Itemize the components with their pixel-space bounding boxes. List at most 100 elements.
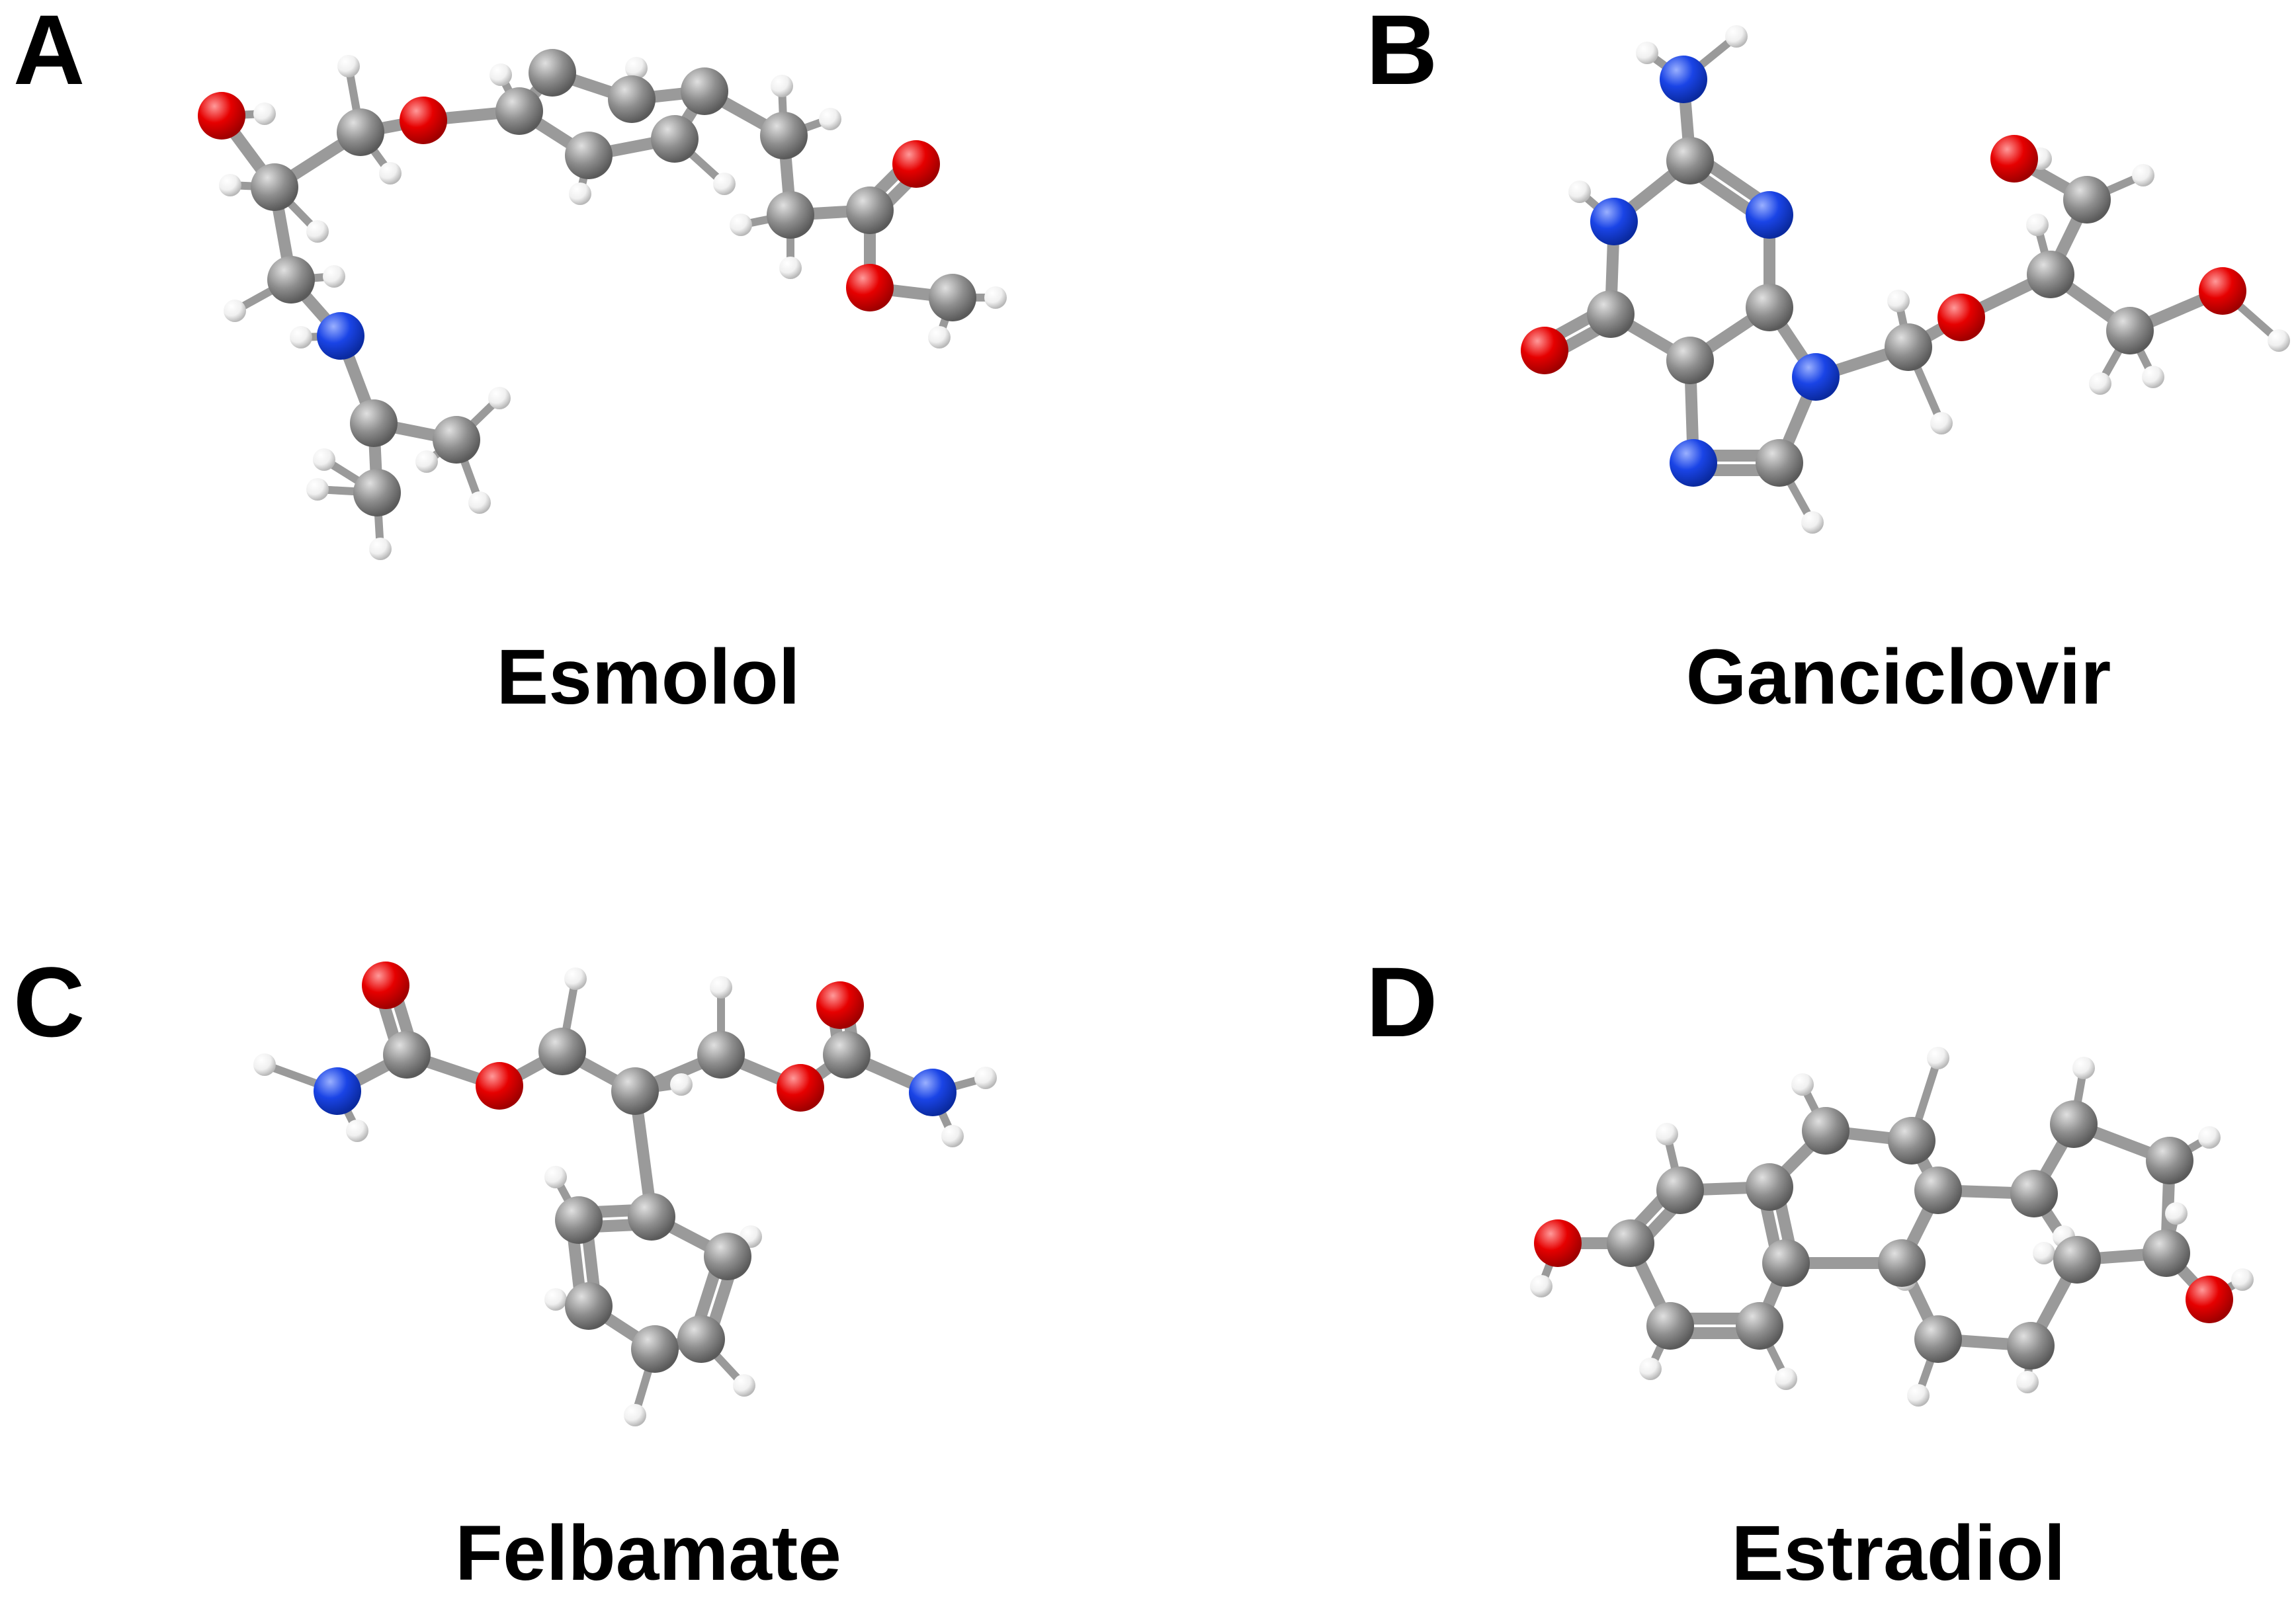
hydrogen-atom (2198, 1126, 2221, 1149)
hydrogen-atom (2072, 1057, 2095, 1079)
carbon-atom (2050, 1100, 2098, 1148)
carbon-atom (1802, 1107, 1850, 1155)
carbon-atom (1666, 137, 1714, 184)
ganciclovir-bonds (1535, 32, 2283, 526)
carbon-atom (846, 186, 894, 234)
hydrogen-atom (415, 450, 438, 473)
hydrogen-atom (1887, 290, 1910, 312)
hydrogen-atom (253, 102, 276, 125)
hydrogen-atom (730, 214, 752, 236)
carbon-atom (555, 1196, 603, 1244)
oxygen-atom (816, 981, 864, 1029)
nitrogen-atom (1590, 198, 1638, 245)
hydrogen-atom (2089, 372, 2111, 395)
carbon-atom (267, 256, 315, 304)
hydrogen-atom (313, 448, 335, 471)
carbon-atom (823, 1031, 871, 1079)
carbon-atom (2053, 1236, 2101, 1284)
carbon-atom (1587, 290, 1635, 338)
hydrogen-atom (2132, 164, 2154, 186)
hydrogen-atom (306, 478, 329, 501)
carbon-atom (1888, 1117, 1935, 1165)
carbon-atom (2146, 1137, 2193, 1184)
carbon-atom (538, 1028, 586, 1075)
oxygen-atom (1521, 327, 1568, 374)
hydrogen-atom (544, 1288, 567, 1311)
hydrogen-atom (224, 300, 246, 322)
carbon-atom (760, 112, 808, 159)
hydrogen-atom (779, 257, 802, 279)
esmolol-atoms (198, 49, 1007, 560)
nitrogen-atom (1670, 439, 1717, 487)
carbon-atom (565, 1282, 613, 1330)
molecule-name-felbamate: Felbamate (455, 1510, 841, 1597)
carbon-atom (1656, 1167, 1704, 1214)
hydrogen-atom (323, 265, 345, 288)
hydrogen-atom (928, 326, 951, 348)
hydrogen-atom (2142, 366, 2164, 388)
nitrogen-atom (314, 1067, 361, 1115)
hydrogen-atom (306, 220, 329, 243)
hydrogen-atom (1725, 25, 1748, 48)
hydrogen-atom (771, 75, 793, 97)
carbon-atom (1878, 1239, 1926, 1287)
hydrogen-atom (468, 491, 491, 514)
hydrogen-atom (569, 183, 591, 205)
carbon-atom (251, 163, 298, 211)
oxygen-atom (777, 1064, 824, 1112)
carbon-atom (697, 1031, 745, 1079)
hydrogen-atom (733, 1374, 755, 1397)
hydrogen-atom (488, 387, 511, 409)
oxygen-atom (476, 1062, 523, 1110)
carbon-atom (383, 1031, 431, 1079)
hydrogen-atom (219, 174, 241, 196)
carbon-atom (628, 1193, 675, 1241)
carbon-atom (1607, 1219, 1654, 1267)
nitrogen-atom (1746, 191, 1793, 239)
hydrogen-atom (710, 976, 732, 999)
carbon-atom (767, 191, 814, 239)
oxygen-atom (2186, 1276, 2233, 1323)
hydrogen-atom (1636, 42, 1658, 64)
hydrogen-atom (1907, 1384, 1930, 1407)
molecule-name-estradiol: Estradiol (1731, 1510, 2066, 1597)
hydrogen-atom (2016, 1371, 2039, 1393)
carbon-atom (529, 49, 576, 97)
panel-letter-c: C (13, 946, 85, 1057)
carbon-atom (704, 1233, 751, 1280)
carbon-atom (1646, 1302, 1694, 1350)
hydrogen-atom (974, 1067, 997, 1089)
hydrogen-atom (2033, 1242, 2055, 1264)
carbon-atom (677, 1315, 725, 1363)
panel-letter-a: A (13, 0, 85, 105)
hydrogen-atom (2026, 214, 2049, 236)
hydrogen-atom (2165, 1202, 2188, 1225)
hydrogen-atom (1530, 1275, 1552, 1297)
carbon-atom (681, 67, 728, 115)
nitrogen-atom (1792, 353, 1840, 401)
carbon-atom (1736, 1302, 1783, 1350)
hydrogen-atom (346, 1120, 368, 1142)
hydrogen-atom (2268, 329, 2290, 352)
carbon-atom (2010, 1170, 2058, 1217)
hydrogen-atom (624, 1404, 646, 1426)
carbon-atom (2106, 307, 2154, 354)
hydrogen-atom (564, 967, 587, 990)
oxygen-atom (892, 140, 940, 188)
oxygen-atom (1534, 1219, 1582, 1267)
carbon-atom (1746, 1163, 1793, 1211)
hydrogen-atom (369, 538, 392, 560)
hydrogen-atom (819, 108, 841, 130)
nitrogen-atom (909, 1069, 957, 1116)
hydrogen-atom (713, 173, 736, 195)
panel-letter-d: D (1366, 946, 1438, 1057)
carbon-atom (1756, 439, 1803, 487)
hydrogen-atom (1775, 1368, 1797, 1390)
carbon-atom (1746, 284, 1793, 331)
carbon-atom (651, 115, 699, 163)
nitrogen-atom (317, 312, 364, 360)
molecule-name-ganciclovir: Ganciclovir (1685, 634, 2111, 721)
hydrogen-atom (544, 1166, 567, 1188)
hydrogen-atom (489, 63, 512, 86)
